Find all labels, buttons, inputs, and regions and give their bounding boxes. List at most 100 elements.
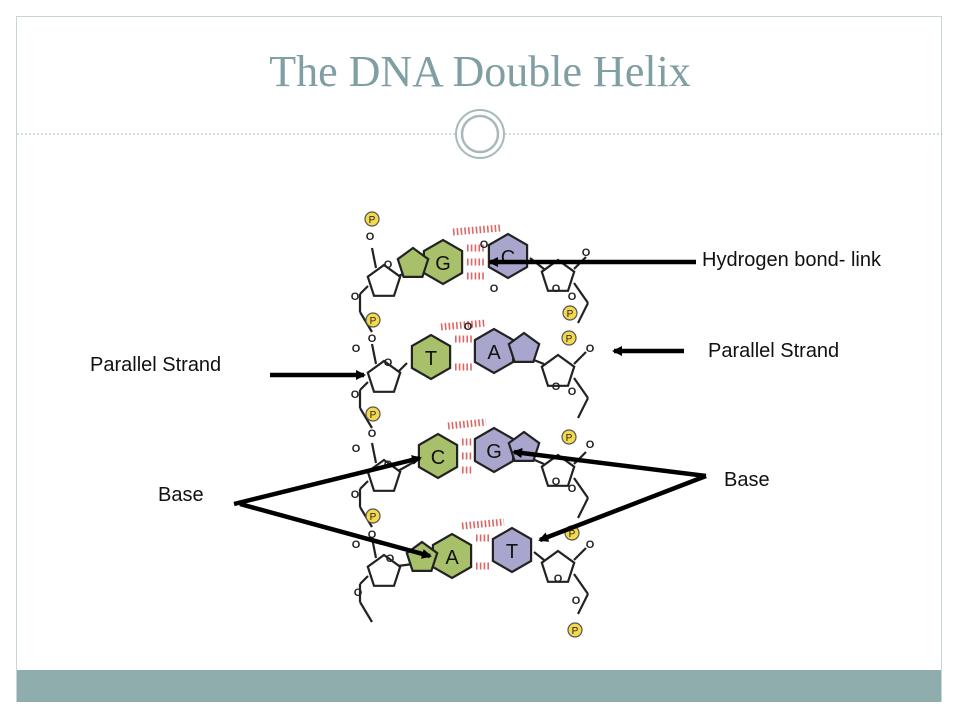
- base-letter-right: G: [486, 441, 502, 463]
- phosphate-letter: P: [566, 433, 573, 444]
- phosphate-left: P: [365, 312, 381, 328]
- phosphate-circle: [562, 305, 578, 321]
- oxygen-letter: O: [384, 357, 393, 369]
- sugar-ring-right: [540, 258, 576, 292]
- sugar-ring-right: [540, 353, 576, 387]
- phosphate-letter: P: [566, 334, 573, 345]
- label-base-left: Base: [158, 484, 204, 506]
- oxygen-letter: O: [586, 439, 595, 451]
- phosphate-letter: P: [572, 626, 579, 637]
- annotation-arrows: [233, 257, 707, 559]
- phosphate-left: P: [365, 508, 381, 524]
- base-right-ring: [473, 327, 515, 375]
- label-base-right: Base: [724, 469, 770, 491]
- oxygen-letter: O: [586, 343, 595, 355]
- phosphate-right: P: [562, 305, 578, 321]
- backbone-bond: [573, 547, 587, 561]
- slide-title: The DNA Double Helix: [269, 47, 691, 96]
- oxygen-letter: O: [552, 476, 561, 488]
- glycosidic-bond: [397, 362, 408, 373]
- base-letter-left: A: [445, 547, 459, 569]
- phosphate-letter: P: [370, 316, 377, 327]
- oxygen-letter: O: [568, 483, 577, 495]
- backbone-bond: [359, 381, 369, 391]
- oxygen-letter: O: [386, 553, 395, 565]
- oxygen-letter: O: [368, 333, 377, 345]
- phosphate-circle: [365, 406, 381, 422]
- phosphate-circle: [561, 429, 577, 445]
- base-left-ring: [410, 333, 452, 381]
- footer-accent-bar: [17, 670, 941, 702]
- phosphate-circle: [365, 312, 381, 328]
- backbone-bond: [573, 377, 589, 399]
- backbone-bond: [370, 247, 378, 269]
- oxygen-letter: O: [351, 291, 360, 303]
- sugar-phosphate-backbones: [358, 247, 589, 623]
- oxygen-letter: O: [351, 389, 360, 401]
- phosphate-right: P: [561, 429, 577, 445]
- sugar-ring-left: [366, 263, 402, 297]
- arrow-base-left-lower: [239, 501, 432, 559]
- phosphate-letter: P: [370, 512, 377, 523]
- oxygen-letter: O: [586, 539, 595, 551]
- base-right-ring: [491, 526, 533, 574]
- backbone-bond: [577, 497, 589, 519]
- phosphate-letter: P: [369, 215, 376, 226]
- backbone-bond: [359, 480, 369, 490]
- phosphate-letter: P: [569, 529, 576, 540]
- oxygen-letter: O: [572, 595, 581, 607]
- phosphate-right: P: [561, 330, 577, 346]
- oxygen-letter: O: [490, 283, 499, 295]
- backbone-bond: [577, 397, 589, 419]
- oxygen-letter: O: [384, 259, 393, 271]
- oxygen-letter: O: [352, 343, 361, 355]
- backbone-bond: [577, 593, 589, 615]
- hydrogen-bond-stripe: [447, 418, 487, 430]
- hydrogen-bond-stripe: [452, 224, 501, 236]
- hydrogen-bond-stripe: [461, 518, 505, 530]
- base-left-ring: [417, 432, 459, 480]
- oxygen-letter: O: [354, 587, 363, 599]
- base-letter-left: T: [425, 348, 437, 370]
- backbone-bond: [577, 302, 589, 324]
- phosphate-circle: [365, 508, 381, 524]
- phosphate-left: P: [364, 211, 380, 227]
- sugar-ring-right: [540, 549, 576, 583]
- oxygen-letter: O: [351, 489, 360, 501]
- sugar-ring-left: [366, 553, 402, 587]
- backbone-bond: [359, 407, 373, 429]
- glycosidic-bond: [533, 551, 545, 561]
- base-right-ring-fused: [507, 331, 541, 363]
- base-letter-left: G: [435, 253, 451, 275]
- phosphate-letter: P: [567, 309, 574, 320]
- label-parallel-strand-left: Parallel Strand: [90, 354, 222, 376]
- base-letter-right: A: [487, 342, 501, 364]
- backbone-bond: [573, 282, 589, 304]
- backbone-bond: [359, 601, 373, 623]
- backbone-bond: [359, 285, 369, 295]
- phosphate-left: P: [365, 406, 381, 422]
- phosphate-circle: [561, 330, 577, 346]
- label-parallel-strand-right: Parallel Strand: [708, 340, 840, 362]
- oxygen-letter: O: [352, 443, 361, 455]
- oxygen-letter: O: [366, 231, 375, 243]
- oxygen-letter: O: [554, 573, 563, 585]
- base-right-ring: [473, 426, 515, 474]
- oxygen-letter: O: [552, 283, 561, 295]
- backbone-bond: [370, 442, 378, 464]
- oxygen-letter: O: [568, 291, 577, 303]
- phosphate-circle: [567, 622, 583, 638]
- phosphate-letter: P: [370, 410, 377, 421]
- hydrogen-bonds: [440, 224, 505, 570]
- arrow-base-right-upper: [512, 448, 707, 479]
- phosphate-right: P: [567, 622, 583, 638]
- backbone-bond: [359, 575, 369, 585]
- oxygen-letter: O: [568, 386, 577, 398]
- oxygen-letter: O: [464, 321, 473, 333]
- base-left-ring-fused: [396, 246, 430, 278]
- oxygen-letter: O: [552, 381, 561, 393]
- arrow-base-right-lower: [538, 473, 707, 543]
